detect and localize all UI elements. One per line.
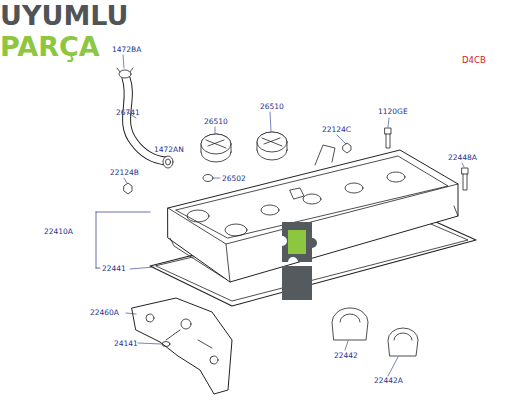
watermark: PARÇA xyxy=(0,31,522,62)
callout-number: 26741 xyxy=(116,109,140,117)
model-code: D4CB xyxy=(462,56,486,65)
callout-number: 22124C xyxy=(322,126,351,134)
callout-number: 22410A xyxy=(44,228,73,236)
callout-number: 1120GE xyxy=(378,108,408,116)
callout-number: 22448A xyxy=(448,154,477,162)
callout-number: 22442A xyxy=(374,377,403,385)
watermark: UYUMLU xyxy=(0,0,522,31)
callout-number: 26510 xyxy=(260,103,284,111)
callout-number: 26502 xyxy=(222,175,246,183)
callout-number: 26510 xyxy=(204,118,228,126)
callout-number: 22460A xyxy=(90,309,119,317)
callout-number: 22442 xyxy=(334,352,358,360)
callout-number: 22441 xyxy=(102,265,126,273)
callout-number: 22124B xyxy=(110,169,139,177)
callout-number: 1472AN xyxy=(154,146,184,154)
callout-number: 1472BA xyxy=(112,46,141,54)
callout-number: 24141 xyxy=(114,340,138,348)
